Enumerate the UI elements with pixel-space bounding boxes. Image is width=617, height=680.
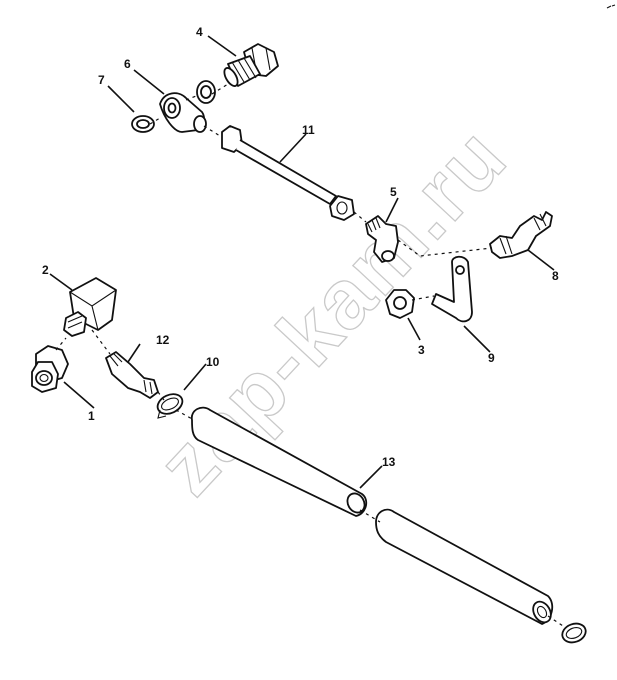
part-4-banjo-bolt: [223, 43, 279, 87]
leader-lines: [49, 35, 555, 489]
corner-mark: [606, 4, 616, 9]
part-8-straight-fitting: [489, 211, 553, 259]
part-12-elbow-barb: [105, 351, 159, 399]
callout-6: 6: [124, 57, 131, 71]
callout-7: 7: [98, 73, 105, 87]
part-3-nut: [385, 289, 415, 319]
callout-12: 12: [156, 333, 170, 347]
assembly-center-lines: [55, 83, 567, 629]
callout-4: 4: [196, 25, 203, 39]
part-6-banjo-fitting: [159, 80, 216, 133]
part-5-elbow-fitting: [365, 215, 399, 263]
part-1-adaptor: [31, 345, 69, 393]
callout-11: 11: [302, 123, 315, 137]
part-2-tee-block: [63, 277, 117, 337]
callout-13: 13: [382, 455, 396, 469]
part-11-rigid-pipe: [221, 125, 355, 221]
part-9-clip: [431, 255, 473, 323]
part-7-sealing-washer: [131, 115, 155, 133]
callout-9: 9: [488, 351, 495, 365]
callout-labels: 4 6 7 11 5 8 2 12 10 1 3 9 13: [42, 25, 559, 469]
part-10-hose-clamp-lower: [561, 622, 587, 644]
part-13-hose-upper: [190, 406, 368, 517]
callout-1: 1: [88, 409, 95, 423]
callout-3: 3: [418, 343, 425, 357]
part-13-hose-lower: [375, 508, 554, 625]
callout-5: 5: [390, 185, 397, 199]
callout-10: 10: [206, 355, 220, 369]
callout-8: 8: [552, 269, 559, 283]
callout-2: 2: [42, 263, 49, 277]
